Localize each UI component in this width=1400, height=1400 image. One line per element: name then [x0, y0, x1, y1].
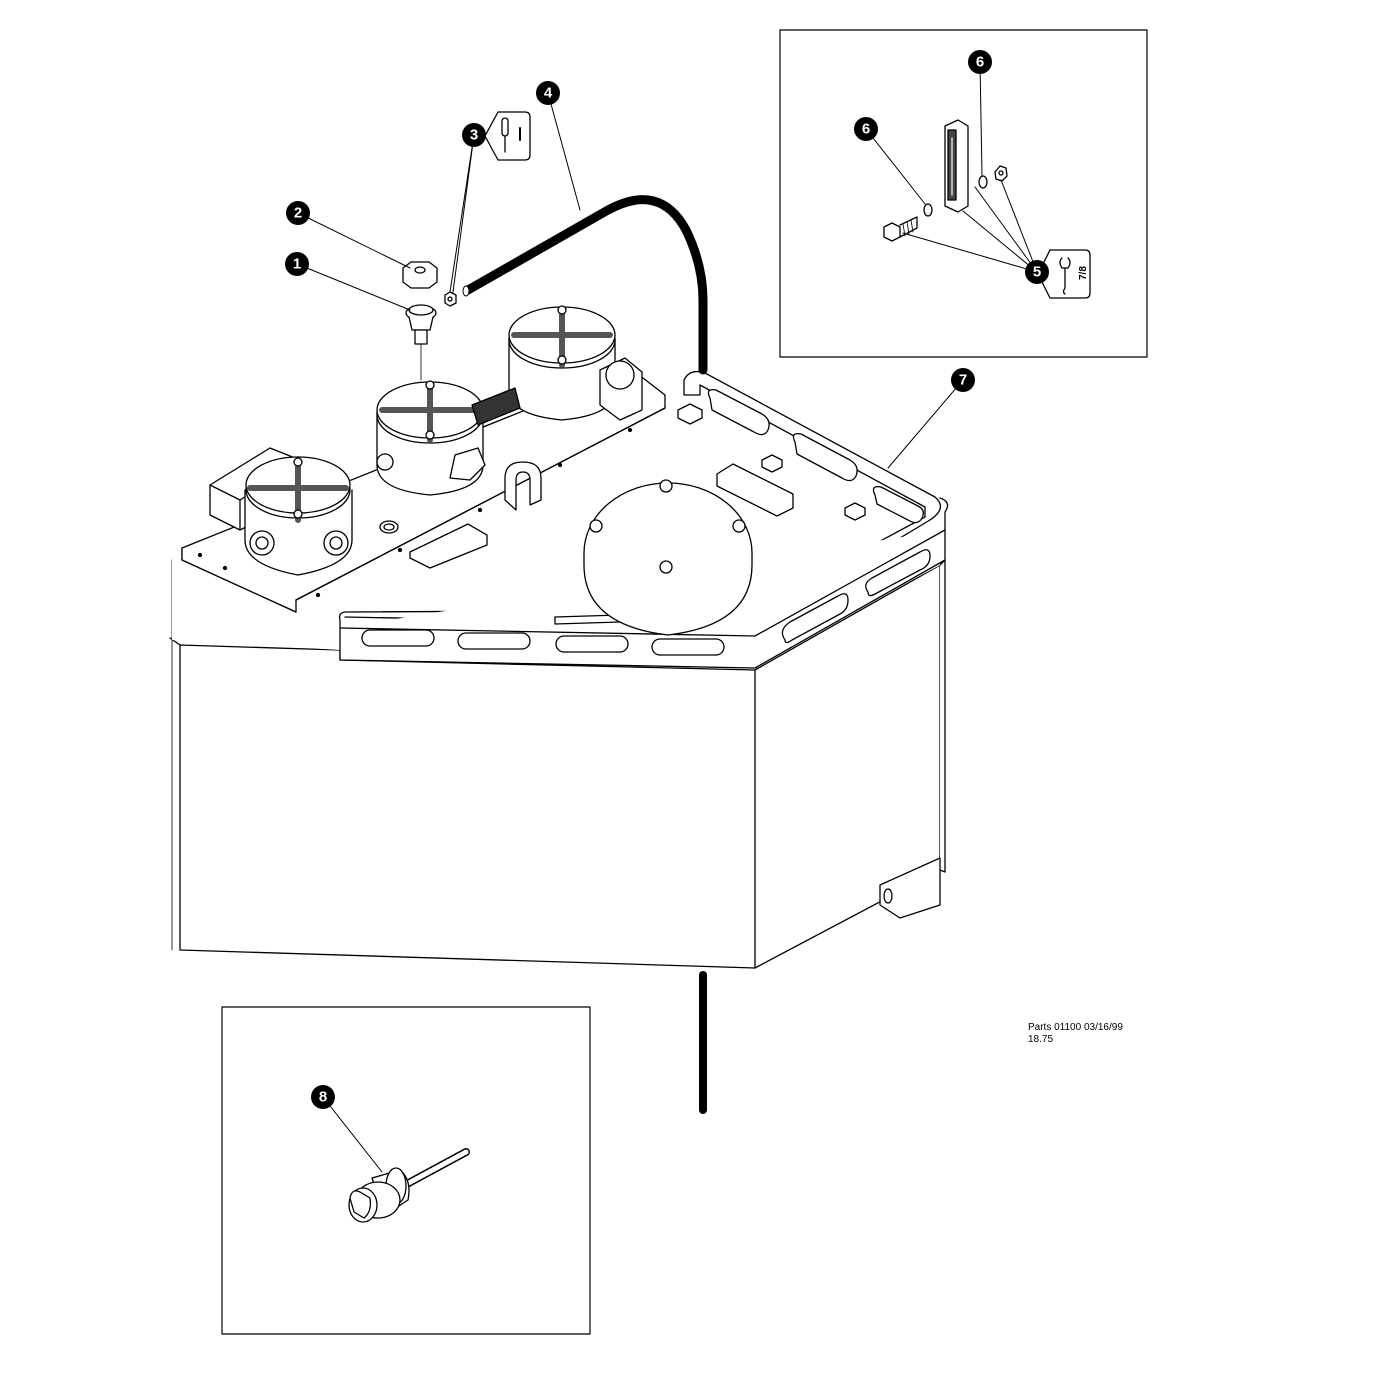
callout-5-label: 5	[1033, 264, 1041, 281]
part-3-nut	[444, 291, 457, 307]
pipe-fitting	[471, 387, 521, 426]
callout-4: 4	[536, 81, 560, 105]
callout-8: 8	[311, 1085, 335, 1109]
drawing-footer: Parts 01100 03/16/99 18.75	[1028, 1022, 1123, 1046]
gauge-nut	[994, 165, 1008, 182]
rail-pad	[761, 454, 783, 473]
gauge-o-ring-right	[978, 175, 988, 189]
callout-7-label: 7	[959, 372, 967, 389]
leader-lines	[296, 61, 1038, 1173]
wrench-tag	[1037, 249, 1091, 299]
callout-6-left-label: 6	[862, 121, 870, 138]
footer-part-date: Parts 01100 03/16/99	[1028, 1022, 1123, 1033]
part-8-valve	[348, 1148, 470, 1223]
callout-2-label: 2	[294, 205, 302, 222]
gauge-bolt	[883, 216, 918, 242]
part-2-cap	[402, 261, 438, 289]
callout-3-label: 3	[470, 127, 478, 144]
rail-pad	[844, 502, 866, 521]
part-1-filler-breather	[405, 304, 437, 345]
callout-7: 7	[951, 368, 975, 392]
plate-holes	[197, 427, 633, 598]
callout-6-top: 6	[968, 50, 992, 74]
filter-housing-center	[376, 380, 486, 496]
callout-4-label: 4	[544, 85, 553, 102]
screwdriver-tag	[484, 111, 531, 161]
callout-3: 3	[462, 123, 486, 147]
top-bracket	[716, 463, 794, 517]
footer-page-number: 18.75	[1028, 1034, 1054, 1045]
callout-1: 1	[285, 252, 309, 276]
callout-6-left: 6	[854, 117, 878, 141]
sight-gauge	[944, 119, 969, 213]
rail-pad	[677, 403, 703, 425]
tank-foot	[879, 857, 941, 919]
callout-8-label: 8	[319, 1089, 327, 1106]
wrench-size-label: 7/8	[1078, 266, 1089, 280]
callout-2: 2	[286, 201, 310, 225]
plug-fitting	[379, 520, 399, 534]
hose-end	[462, 285, 470, 297]
cover-plate	[583, 479, 753, 636]
gauge-o-ring-left	[923, 203, 933, 217]
lifting-eye	[504, 461, 542, 511]
callout-6-top-label: 6	[976, 54, 984, 71]
callout-5: 5	[1025, 260, 1049, 284]
filter-housing-right	[508, 305, 643, 421]
callout-1-label: 1	[293, 256, 301, 273]
inset-part-8-frame	[221, 1006, 591, 1335]
filter-housing-left	[244, 456, 353, 576]
inset-sight-gauge-frame	[779, 29, 1148, 358]
part-4-hose	[463, 195, 708, 375]
